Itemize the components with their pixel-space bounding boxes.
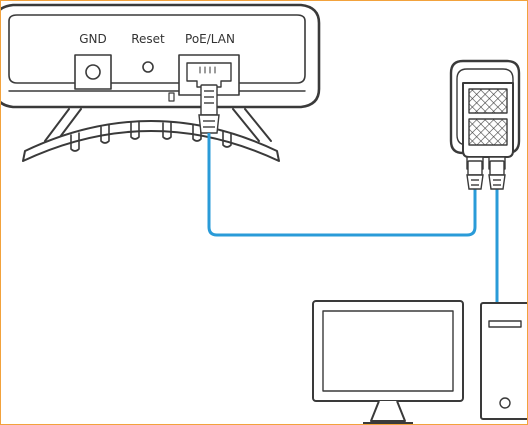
- poe-injector-icon: [449, 59, 521, 170]
- gnd-terminal: [74, 54, 112, 90]
- poe-lan-label: PoE/LAN: [185, 32, 235, 46]
- gnd-screw-icon: [85, 64, 101, 80]
- rj45-plug-device: [198, 84, 220, 134]
- cable-device-to-injector: [207, 133, 477, 237]
- gnd-label: GND: [79, 32, 107, 46]
- monitor-icon: [312, 300, 464, 424]
- rj45-plugs-injector: [466, 160, 506, 190]
- pc-tower-icon: [480, 302, 527, 420]
- reset-hole: [142, 61, 154, 73]
- outdoor-ap-device-icon: [1, 3, 321, 162]
- ethernet-cables: [207, 133, 499, 303]
- reset-label: Reset: [131, 32, 165, 46]
